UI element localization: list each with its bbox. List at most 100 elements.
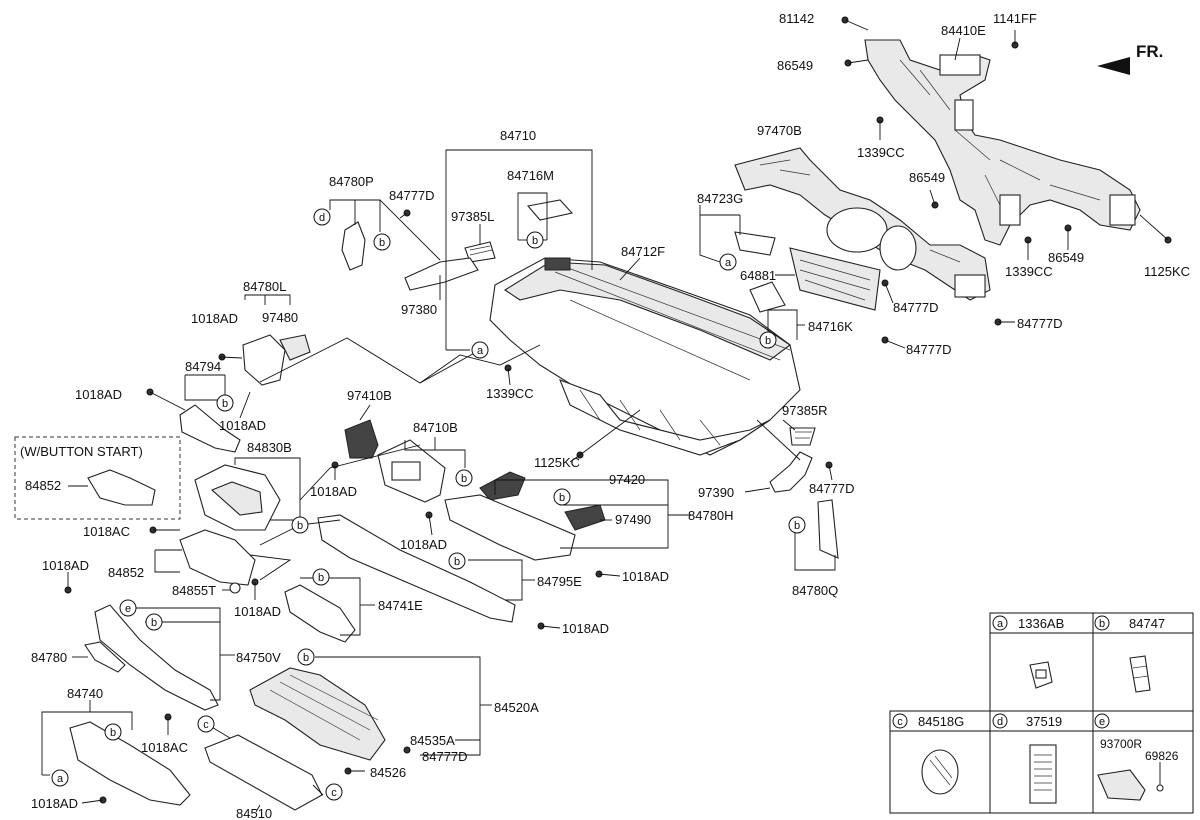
callout-a-crash-pad: a xyxy=(471,341,489,359)
part-label: 84535A xyxy=(410,733,455,748)
part-label: 84777D xyxy=(893,300,939,315)
part-label: 84750V xyxy=(236,650,281,665)
svg-text:93700R: 93700R xyxy=(1100,737,1142,751)
svg-text:b: b xyxy=(303,652,309,664)
part-label: 84777D xyxy=(1017,316,1063,331)
part-label: 1018AD xyxy=(400,537,447,552)
trim-84794 xyxy=(179,404,241,453)
legend-cell-c: c 84518G xyxy=(892,713,964,795)
svg-text:84747: 84747 xyxy=(1129,616,1165,631)
svg-text:c: c xyxy=(331,787,337,799)
callout-markers: a b d b b a b b b b b b b e b b a b c c xyxy=(51,208,806,801)
callout-e-84750V: e xyxy=(119,599,137,617)
lower-panel-84740 xyxy=(69,721,191,806)
svg-text:b: b xyxy=(1099,618,1105,630)
switch-93700R-icon xyxy=(1097,769,1146,801)
callout-a-84740: a xyxy=(51,769,69,787)
part-label: 1018AD xyxy=(562,621,609,636)
duct-panel-64881 xyxy=(789,247,881,311)
callout-b-84750V: b xyxy=(145,613,163,631)
callout-b-84780H: b xyxy=(553,488,571,506)
center-vent-97410B xyxy=(344,419,379,459)
cover-84852 xyxy=(179,529,256,594)
inset-title: (W/BUTTON START) xyxy=(20,444,143,459)
part-label: 1018AC xyxy=(83,524,130,539)
legend-cell-b: b 84747 xyxy=(1094,615,1165,693)
part-label: 84716K xyxy=(808,319,853,334)
svg-text:b: b xyxy=(297,520,303,532)
callout-b-84710B: b xyxy=(455,469,473,487)
callout-b-84716M: b xyxy=(526,231,544,249)
callout-b-84520A: b xyxy=(297,648,315,666)
svg-text:b: b xyxy=(532,235,538,247)
part-label: 84410E xyxy=(941,23,986,38)
part-label: 97410B xyxy=(347,388,392,403)
callout-b-84716K: b xyxy=(759,331,777,349)
glove-box-housing-84520A xyxy=(249,667,386,761)
part-label: 1018AD xyxy=(219,418,266,433)
part-label: 84780P xyxy=(329,174,374,189)
part-label: 84777D xyxy=(809,481,855,496)
part-label: 84710B xyxy=(413,420,458,435)
lower-trim-84741E xyxy=(284,584,356,643)
garnish-84795E xyxy=(317,514,516,623)
svg-text:d: d xyxy=(997,716,1003,728)
svg-text:b: b xyxy=(110,727,116,739)
side-vent-97390 xyxy=(769,427,816,493)
svg-text:b: b xyxy=(765,335,771,347)
svg-text:84518G: 84518G xyxy=(918,714,964,729)
cover-84780 xyxy=(84,641,126,673)
part-label: 84777D xyxy=(389,188,435,203)
part-label: 84723G xyxy=(697,191,743,206)
callout-b-84830B: b xyxy=(291,516,309,534)
svg-text:b: b xyxy=(151,617,157,629)
air-duct-assembly xyxy=(734,147,991,301)
part-label: 84740 xyxy=(67,686,103,701)
side-vent-97380 xyxy=(404,257,479,291)
front-label: FR. xyxy=(1136,42,1163,61)
part-label: 81142 xyxy=(779,11,814,26)
part-label: 1018AD xyxy=(31,796,78,811)
part-label: 1018AC xyxy=(141,740,188,755)
part-label: 97385R xyxy=(782,403,828,418)
svg-text:a: a xyxy=(477,345,484,357)
front-direction-indicator: FR. xyxy=(1097,42,1163,75)
side-cover-84780P xyxy=(341,221,366,271)
cluster-fascia-84830B xyxy=(194,464,281,531)
clip-84747-icon xyxy=(1129,655,1151,693)
part-label: 84712F xyxy=(621,244,665,259)
side-vent-97480 xyxy=(242,334,311,386)
part-label: 84520A xyxy=(494,700,539,715)
part-label: 1018AD xyxy=(42,558,89,573)
part-label: 1018AD xyxy=(234,604,281,619)
part-label: 84780 xyxy=(31,650,67,665)
part-label: 1339CC xyxy=(1005,264,1053,279)
svg-text:a: a xyxy=(57,773,64,785)
part-label: 1125KC xyxy=(534,455,580,470)
part-label: 84716M xyxy=(507,168,554,183)
svg-text:69826: 69826 xyxy=(1145,749,1179,763)
label-37519-icon xyxy=(1029,744,1057,804)
part-label: 86549 xyxy=(909,170,945,185)
part-label: 1141FF xyxy=(993,11,1037,26)
part-label: 1018AD xyxy=(622,569,669,584)
part-labels: 81142 84410E 1141FF 86549 1339CC 86549 8… xyxy=(31,11,1190,820)
callout-d-84780P: d xyxy=(313,208,331,226)
svg-text:e: e xyxy=(125,603,131,615)
grille-97385L xyxy=(464,241,496,263)
part-label: 84855T xyxy=(172,583,216,598)
svg-text:b: b xyxy=(222,398,228,410)
svg-text:b: b xyxy=(559,492,565,504)
cowl-cross-bar xyxy=(864,39,1141,246)
legend-cell-e: e 93700R 69826 xyxy=(1094,713,1179,801)
callout-b-84795E: b xyxy=(448,552,466,570)
button-start-inset: (W/BUTTON START) 84852 xyxy=(14,436,181,520)
part-label: 97490 xyxy=(615,512,651,527)
center-lower-fascia-84780H xyxy=(444,471,606,561)
svg-text:37519: 37519 xyxy=(1026,714,1062,729)
callout-b-84780P: b xyxy=(373,233,391,251)
part-label: 84710 xyxy=(500,128,536,143)
callout-b-84780Q: b xyxy=(788,516,806,534)
svg-text:a: a xyxy=(725,257,732,269)
svg-text:c: c xyxy=(203,719,209,731)
